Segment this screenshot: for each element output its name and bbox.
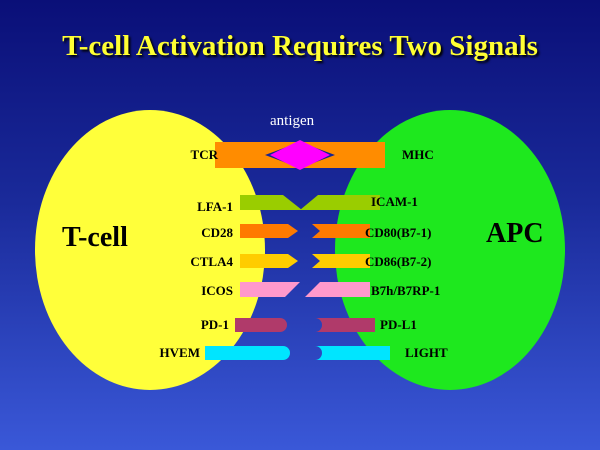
tcell-label: T-cell [62,222,128,253]
receptor-label-cd28: CD28 [201,225,233,240]
icam1-shape [300,195,380,210]
light-shape [315,346,390,360]
ligand-label-light: LIGHT [405,345,448,360]
ctla4-shape [240,254,298,268]
receptor-label-lfa1: LFA-1 [197,199,233,214]
ligand-label-pdl1: PD-L1 [380,317,417,332]
receptor-label-icos: ICOS [201,283,233,298]
ligand-label-mhc: MHC [402,147,434,162]
apc-ellipse [335,110,565,390]
antigen-shape [270,140,330,170]
antigen-label: antigen [270,113,315,129]
b7h-shape [305,282,370,297]
hvem-shape [205,346,290,360]
tcr-shape [215,142,300,168]
ligand-label-cd86: CD86(B7-2) [365,254,432,269]
pd1-shape [235,318,287,332]
mhc-shape [300,142,385,168]
receptor-label-tcr: TCR [190,147,218,162]
ligand-label-cd80: CD80(B7-1) [365,225,432,240]
receptor-label-hvem: HVEM [159,345,200,360]
page-title: T-cell Activation Requires Two Signals [62,30,538,62]
receptor-label-ctla4: CTLA4 [190,254,233,269]
lfa1-shape [240,195,302,210]
ligand-label-icam1: ICAM-1 [371,194,418,209]
ligand-label-b7h: B7h/B7RP-1 [371,283,441,298]
cd28-shape [240,224,298,238]
tcell-ellipse [35,110,265,390]
icos-shape [240,282,300,297]
cd80-shape [312,224,370,238]
receptor-label-pd1: PD-1 [200,317,229,332]
apc-label: APC [486,218,544,249]
pdl1-shape [315,318,375,332]
cd86-shape [312,254,370,268]
